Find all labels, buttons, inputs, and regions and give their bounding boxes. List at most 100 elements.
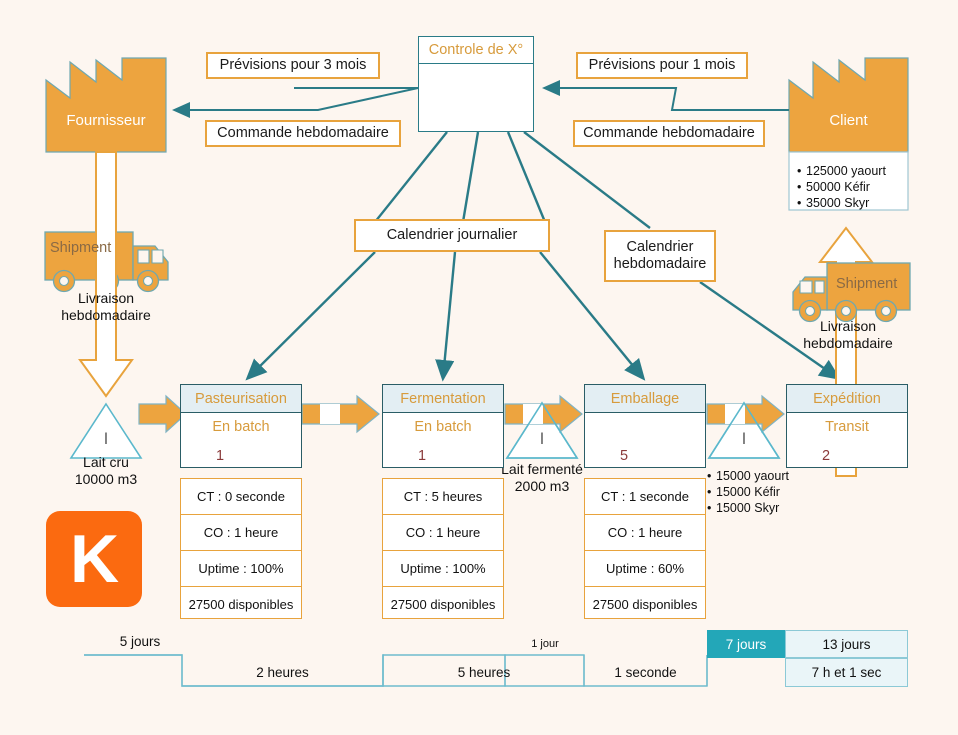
client-delivery-label: Livraison hebdomadaire (803, 318, 893, 351)
svg-text:I: I (540, 429, 545, 448)
fg-bullet-item: •15000 yaourt (707, 469, 789, 483)
client-label: Client (829, 112, 868, 129)
client-truck-icon (792, 262, 911, 323)
sched-line-to-weekly (523, 131, 651, 229)
process-title-emballage: Emballage (585, 385, 705, 413)
forecast-client-arrow (542, 80, 789, 111)
inventory-label-raw-milk: Lait cru 10000 m3 (74, 454, 138, 487)
calendar-weekly-box[interactable]: Calendrier hebdomadaire (604, 230, 716, 282)
timeline-lead-time-1: 5 jours (119, 634, 161, 649)
daily-to-pasteurisation-arrow (245, 251, 376, 381)
order-supplier-box[interactable]: Commande hebdomadaire (205, 120, 401, 147)
metric-uptime: Uptime : 100% (181, 551, 301, 587)
fg-bullet-item: •15000 Skyr (707, 501, 780, 515)
calendar-daily-label: Calendrier journalier (386, 227, 518, 244)
timeline-summary-process: 7 h et 1 sec (785, 658, 908, 687)
client-label-wrap: Client (789, 112, 908, 129)
metric-uptime: Uptime : 100% (383, 551, 503, 587)
metrics-box-fermentation: CT : 5 heures CO : 1 heure Uptime : 100%… (382, 478, 504, 619)
metric-co: CO : 1 heure (383, 515, 503, 551)
metrics-box-pasteurisation: CT : 0 seconde CO : 1 heure Uptime : 100… (180, 478, 302, 619)
operator-count-wrap-emballage: 5 (620, 447, 629, 464)
fg-bullet-item: •15000 Kéfir (707, 485, 780, 499)
process-box-pasteurisation[interactable]: Pasteurisation En batch 1 (180, 384, 302, 468)
supplier-push-arrow (78, 151, 134, 398)
metric-co: CO : 1 heure (585, 515, 705, 551)
timeline-process-time-3: 1 seconde (614, 665, 677, 680)
forecast-supplier-box[interactable]: Prévisions pour 3 mois (206, 52, 380, 79)
supplier-shipment-label: Shipment (50, 240, 112, 256)
order-supplier-label: Commande hebdomadaire (217, 125, 389, 142)
daily-to-emballage-arrow (539, 251, 646, 381)
client-shipment-label: Shipment (836, 276, 898, 292)
process-subtitle-pasteurisation: En batch (212, 419, 270, 435)
control-box-title: Controle de X° (419, 37, 533, 64)
timeline-lead-time-2: 1 jour (531, 638, 559, 650)
inventory-bullets-finished-goods: •15000 yaourt •15000 Kéfir •15000 Skyr (707, 468, 827, 516)
process-box-expedition[interactable]: Expédition Transit 2 (786, 384, 908, 468)
supplier-label: Fournisseur (66, 112, 146, 129)
push-arrow-to-pasteurisation (138, 394, 187, 434)
operator-count-pasteurisation: 1 (216, 447, 225, 464)
metric-available: 27500 disponibles (188, 597, 294, 612)
client-factory-shape (788, 57, 909, 153)
process-title-expedition: Expédition (787, 385, 907, 413)
process-subtitle-expedition: Transit (825, 419, 869, 435)
client-demand-panel (788, 151, 909, 211)
metric-ct: CT : 1 seconde (585, 479, 705, 515)
svg-text:I: I (104, 429, 109, 448)
supplier-delivery-label: Livraison hebdomadaire (61, 290, 151, 323)
order-client-label: Commande hebdomadaire (583, 125, 755, 142)
brand-logo-k: K (46, 511, 142, 607)
sched-line-to-daily-right (506, 131, 547, 223)
push-arrow-pasteurisation-to-fermentation (301, 394, 380, 434)
timeline-summary-lead: 13 jours (785, 630, 908, 658)
metric-ct: CT : 5 heures (383, 479, 503, 515)
operator-count-wrap-expedition: 2 (822, 447, 831, 464)
push-arrow-fermentation-to-inventory (504, 394, 583, 459)
timeline-process-time-2: 5 heures (457, 665, 511, 680)
calendar-daily-box[interactable]: Calendrier journalier (354, 219, 550, 252)
process-subtitle-emballage (585, 415, 705, 439)
timeline-lead-time-highlight: 7 jours (707, 630, 785, 658)
supplier-label-wrap: Fournisseur (46, 112, 166, 129)
control-box[interactable]: Controle de X° (418, 36, 534, 132)
inventory-label-fermented-milk: Lait fermenté 2000 m3 (501, 461, 583, 494)
metrics-box-emballage: CT : 1 seconde CO : 1 heure Uptime : 60%… (584, 478, 706, 619)
forecast-client-box[interactable]: Prévisions pour 1 mois (576, 52, 748, 79)
inventory-triangle-raw-milk: I (69, 402, 143, 459)
process-box-fermentation[interactable]: Fermentation En batch 1 (382, 384, 504, 468)
operator-count-wrap-pasteurisation: 1 (216, 447, 225, 464)
push-arrow-emballage-to-expedition (706, 394, 785, 459)
client-demand-item: •125000 yaourt (797, 164, 886, 178)
metric-co: CO : 1 heure (181, 515, 301, 551)
forecast-client-label: Prévisions pour 1 mois (588, 57, 736, 74)
metric-ct: CT : 0 seconde (181, 479, 301, 515)
process-title-pasteurisation: Pasteurisation (181, 385, 301, 413)
operator-count-emballage: 5 (620, 447, 629, 464)
brand-logo-letter: K (69, 521, 119, 597)
sched-line-to-daily-mid (461, 131, 480, 223)
client-demand-list: •125000 yaourt •50000 Kéfir •35000 Skyr (797, 163, 909, 211)
operator-count-wrap-fermentation: 1 (418, 447, 427, 464)
weekly-to-expedition-arrow (699, 281, 841, 381)
client-demand-item: •50000 Kéfir (797, 180, 870, 194)
timeline-process-time-1: 2 heures (256, 665, 309, 680)
forecast-supplier-label: Prévisions pour 3 mois (219, 57, 367, 74)
operator-count-fermentation: 1 (418, 447, 427, 464)
calendar-weekly-line2: hebdomadaire (613, 256, 707, 272)
metric-available: 27500 disponibles (390, 597, 496, 612)
order-supplier-arrow (172, 87, 419, 118)
timeline-ladder-2 (382, 654, 708, 687)
process-box-emballage[interactable]: Emballage 5 (584, 384, 706, 468)
sched-line-to-daily-left (374, 131, 448, 223)
process-title-fermentation: Fermentation (383, 385, 503, 413)
operator-count-expedition: 2 (822, 447, 831, 464)
process-subtitle-fermentation: En batch (414, 419, 472, 435)
supplier-factory-shape (45, 57, 167, 153)
order-client-box[interactable]: Commande hebdomadaire (573, 120, 765, 147)
svg-text:I: I (742, 429, 747, 448)
calendar-weekly-line1: Calendrier (626, 239, 694, 256)
metric-uptime: Uptime : 60% (585, 551, 705, 587)
